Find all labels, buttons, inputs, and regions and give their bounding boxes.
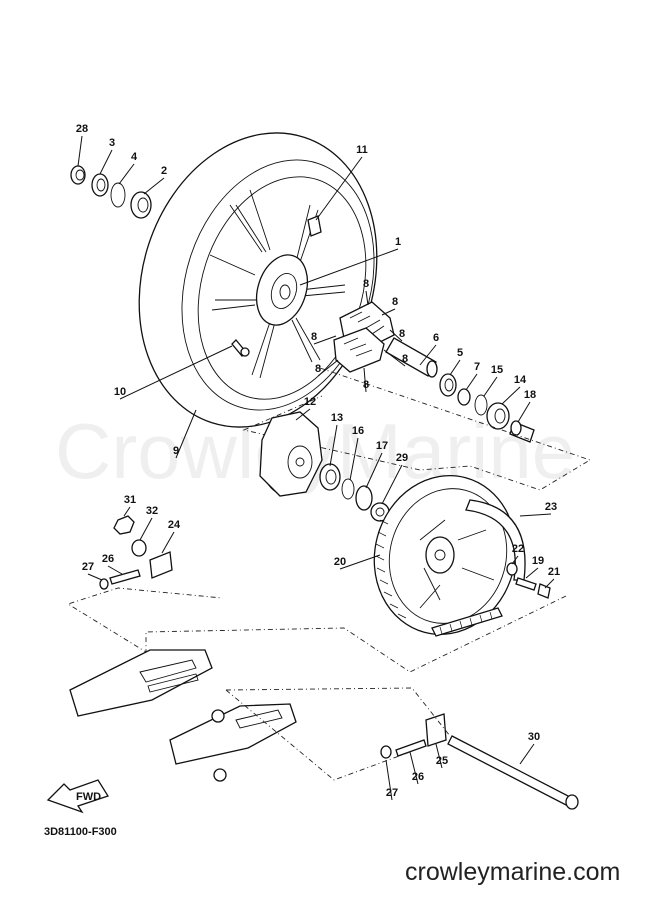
callout-leader-26b — [409, 751, 419, 785]
callout-number-30: 30 — [528, 731, 540, 743]
callout-leader-8b — [381, 308, 396, 316]
right-bearing-stack — [385, 337, 535, 443]
frame-bearing-group — [242, 367, 592, 491]
callout-leader-3 — [99, 149, 113, 175]
callout-leader-26a — [107, 565, 123, 575]
callout-leader-31 — [123, 506, 131, 517]
callout-leader-20 — [339, 554, 381, 570]
callout-leader-29 — [381, 464, 403, 505]
callout-number-31: 31 — [124, 494, 136, 506]
callout-number-28: 28 — [76, 123, 88, 135]
callout-leader-23 — [519, 513, 552, 517]
callout-number-1: 1 — [395, 236, 401, 248]
callout-leader-5 — [449, 359, 461, 376]
callout-leader-28 — [77, 135, 83, 167]
callout-leader-25 — [435, 743, 443, 769]
callout-leader-21 — [544, 578, 555, 589]
callout-number-23: 23 — [545, 501, 557, 513]
callout-leader-24 — [161, 531, 175, 554]
callout-number-4: 4 — [131, 151, 138, 163]
callout-number-9: 9 — [173, 445, 179, 457]
callout-number-13: 13 — [331, 412, 343, 424]
callout-number-16: 16 — [352, 425, 364, 437]
callout-number-26a: 26 — [102, 553, 114, 565]
callout-number-2: 2 — [161, 165, 167, 177]
callout-number-8f: 8 — [315, 363, 321, 375]
callout-number-29: 29 — [396, 452, 408, 464]
callout-leader-32 — [139, 517, 153, 541]
callout-leader-17 — [365, 452, 383, 489]
callout-number-5: 5 — [457, 347, 463, 359]
pulley-bolts — [506, 562, 551, 599]
left-bearing-stack — [70, 165, 152, 219]
callout-leader-8d — [383, 349, 406, 367]
callout-number-27a: 27 — [82, 561, 94, 573]
adjuster-left — [99, 515, 173, 590]
callout-leader-8a — [365, 290, 369, 306]
callout-number-19: 19 — [532, 555, 544, 567]
callout-number-21: 21 — [548, 566, 560, 578]
callout-leader-19 — [525, 567, 539, 579]
callout-number-8e: 8 — [363, 379, 369, 391]
callout-number-26b: 26 — [412, 771, 424, 783]
callout-number-8c: 8 — [399, 328, 405, 340]
callout-leader-4 — [118, 163, 135, 185]
swingarm — [69, 649, 297, 782]
fwd-label: FWD — [76, 791, 101, 803]
frame-axle-group — [225, 687, 451, 781]
callout-number-8a: 8 — [363, 278, 369, 290]
callout-number-14: 14 — [514, 374, 527, 386]
fwd-arrow-icon: FWD — [46, 779, 109, 814]
diagram-code: 3D81100-F300 — [44, 826, 117, 838]
callout-leader-13 — [329, 424, 338, 467]
frame-pulley-group — [66, 587, 567, 673]
callout-number-11: 11 — [356, 144, 368, 156]
site-url: crowleymarine.com — [405, 858, 621, 886]
callout-leader-6 — [419, 344, 437, 366]
callout-leader-16 — [349, 437, 359, 481]
callout-number-12: 12 — [304, 396, 316, 408]
clutch-hub — [259, 411, 390, 522]
callout-leader-12 — [295, 408, 311, 421]
callout-leader-30 — [519, 743, 535, 765]
callout-number-17: 17 — [376, 440, 388, 452]
callout-number-3: 3 — [109, 137, 115, 149]
callout-number-22: 22 — [512, 543, 524, 555]
callout-leader-11 — [315, 156, 363, 221]
callout-number-27b: 27 — [386, 787, 398, 799]
callout-number-8g: 8 — [311, 331, 317, 343]
callout-number-6: 6 — [433, 332, 439, 344]
callout-leader-27b — [385, 759, 393, 801]
callout-number-25: 25 — [436, 755, 448, 767]
callout-number-32: 32 — [146, 505, 158, 517]
callout-leader-8g — [313, 335, 337, 345]
callout-leader-9 — [175, 409, 197, 459]
callout-leader-18 — [517, 401, 531, 423]
callout-leader-2 — [143, 177, 165, 195]
callout-leader-8c — [389, 329, 403, 342]
callout-number-8b: 8 — [392, 296, 398, 308]
callout-leader-27a — [87, 573, 103, 581]
callout-number-8d: 8 — [402, 353, 408, 365]
callout-leader-8f — [317, 359, 339, 377]
callout-leader-7 — [465, 373, 478, 391]
callout-number-18: 18 — [524, 389, 536, 401]
callout-number-24: 24 — [168, 519, 181, 531]
damper-set — [333, 301, 395, 373]
callout-number-7: 7 — [474, 361, 480, 373]
callout-leader-1 — [299, 248, 399, 286]
callout-leader-15 — [483, 376, 498, 397]
callout-leader-10 — [119, 345, 233, 400]
callout-number-10: 10 — [114, 386, 126, 398]
callout-leader-8e — [363, 367, 367, 393]
callout-leader-22 — [511, 555, 519, 565]
callout-number-15: 15 — [491, 364, 503, 376]
adjuster-right — [380, 713, 579, 810]
callout-leader-14 — [501, 386, 521, 405]
rear-pulley — [373, 474, 526, 637]
callout-number-20: 20 — [334, 556, 346, 568]
